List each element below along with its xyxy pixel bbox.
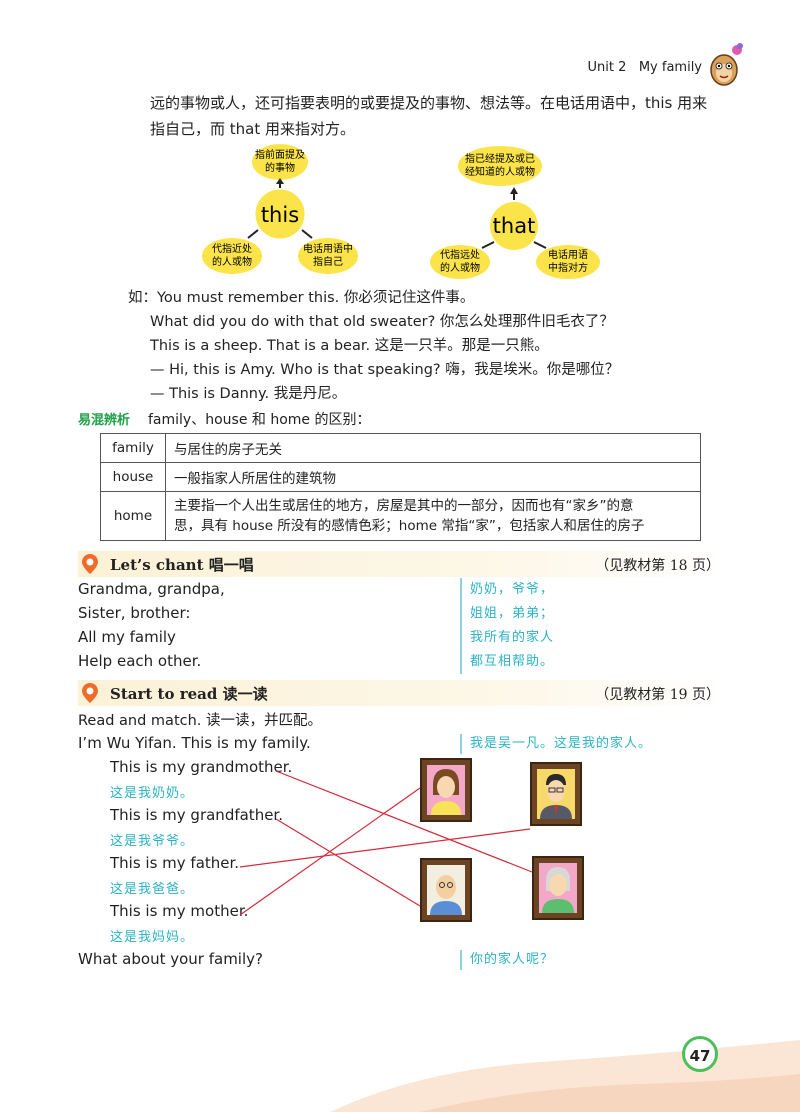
chant-line-en: All my family — [78, 628, 176, 646]
read-intro-cn: 我是吴一凡。这是我的家人。 — [460, 734, 652, 754]
portrait-grandfather[interactable] — [420, 858, 472, 922]
that-right-label-2: 中指对方 — [548, 261, 588, 274]
match-item-cn: 这是我爸爸。 — [110, 882, 195, 897]
match-item-cn: 这是我妈妈。 — [110, 930, 195, 945]
example-5: — This is Danny. 我是丹尼。 — [150, 386, 347, 402]
match-line-father — [239, 828, 531, 868]
example-1: 如：You must remember this. 你必须记住这件事。 — [128, 290, 475, 306]
portrait-grandmother[interactable] — [420, 758, 472, 822]
page-number: 47 — [682, 1036, 718, 1072]
chant-line-cn: 姐姐，弟弟； — [470, 606, 555, 621]
read-title: Start to read 读一读 — [110, 685, 268, 703]
read-intro-en: I’m Wu Yifan. This is my family. — [78, 734, 311, 752]
desc-cell: 主要指一个人出生或居住的地方，房屋是其中的一部分，因而也有“家乡”的意 思，具有… — [165, 491, 701, 541]
match-item-en: This is my grandmother. — [110, 758, 293, 776]
chant-translation-block: 奶奶，爷爷， 姐姐，弟弟； 我所有的家人 都互相帮助。 — [460, 578, 554, 674]
this-right-label-1: 电话用语中 — [303, 242, 353, 255]
this-left-label-1: 代指近处 — [212, 242, 252, 255]
chant-line-en: Help each other. — [78, 652, 202, 670]
that-group: 指已经提及或已 经知道的人或物 that 代指远处 的人或物 电话用语 中指对方 — [430, 146, 600, 279]
read-outro-cn: 你的家人呢？ — [460, 950, 554, 970]
location-pin-icon — [82, 683, 98, 703]
example-3: This is a sheep. That is a bear. 这是一只羊。那… — [150, 338, 549, 354]
desc-line-2: 思，具有 house 所没有的感情色彩；home 常指“家”，包括家人和居住的房… — [174, 518, 645, 534]
example-4: — Hi, this is Amy. Who is that speaking?… — [150, 362, 620, 378]
that-top-label-1: 指已经提及或已 — [465, 152, 535, 165]
father-face-icon — [540, 774, 572, 819]
match-line-mother — [239, 787, 421, 916]
chant-line-cn: 都互相帮助。 — [470, 654, 555, 669]
table-row: house 一般指家人所居住的建筑物 — [100, 462, 701, 492]
intro-line-2: 指自己，而 that 用来指对方。 — [150, 120, 355, 138]
read-reference: （见教材第 19 页） — [595, 687, 720, 703]
match-item-en: This is my grandfather. — [110, 806, 283, 824]
word-cell: family — [100, 433, 166, 463]
confusion-label: family、house 和 home 的区别： — [148, 412, 371, 428]
that-left-label-1: 代指远处 — [440, 248, 480, 261]
chant-reference: （见教材第 18 页） — [595, 558, 720, 574]
unit-title: My family — [638, 60, 702, 75]
example-2: What did you do with that old sweater? 你… — [150, 314, 614, 330]
word-cell: home — [100, 491, 166, 541]
grandmother-face-icon — [431, 769, 461, 815]
portrait-father[interactable] — [530, 762, 582, 826]
match-item-cn: 这是我奶奶。 — [110, 786, 195, 801]
chant-title: Let’s chant 唱一唱 — [110, 556, 254, 574]
confusion-tag: 易混辨析 — [78, 413, 131, 428]
mother-face-icon — [542, 867, 574, 913]
this-group: 指前面提及 的事物 this 代指近处 的人或物 电话用语中 指自己 — [202, 144, 358, 274]
this-top-label-2: 的事物 — [265, 161, 295, 174]
intro-line-1: 远的事物或人，还可指要表明的或要提及的事物、想法等。在电话用语中，this 用来 — [150, 94, 708, 112]
match-line-grandmother — [275, 770, 533, 873]
mascot-icon — [710, 43, 743, 86]
that-right-label-1: 电话用语 — [548, 248, 588, 261]
unit-header: Unit 2 My family — [588, 60, 702, 75]
this-left-label-2: 的人或物 — [212, 255, 252, 268]
portrait-mother[interactable] — [532, 856, 584, 920]
that-center-label: that — [493, 214, 536, 238]
chant-line-en: Grandma, grandpa, — [78, 580, 225, 598]
chant-line-cn: 奶奶，爷爷， — [470, 582, 555, 597]
grandfather-face-icon — [430, 875, 462, 915]
desc-line-1: 主要指一个人出生或居住的地方，房屋是其中的一部分，因而也有“家乡”的意 — [174, 498, 634, 514]
match-item-en: This is my father. — [110, 854, 240, 872]
that-top-label-2: 经知道的人或物 — [465, 165, 535, 178]
comparison-table: family 与居住的房子无关 house 一般指家人所居住的建筑物 home … — [100, 433, 701, 541]
read-instruction: Read and match. 读一读，并匹配。 — [78, 709, 322, 730]
that-left-label-2: 的人或物 — [440, 261, 480, 274]
match-item-en: This is my mother. — [110, 902, 249, 920]
read-outro-en: What about your family? — [78, 950, 263, 968]
this-center-label: this — [261, 203, 299, 227]
this-right-label-2: 指自己 — [313, 255, 343, 268]
read-section-header: Start to read 读一读 （见教材第 19 页） — [78, 680, 726, 706]
chant-line-en: Sister, brother: — [78, 604, 191, 622]
read-instruction-text: Read and match. 读一读，并匹配。 — [78, 713, 323, 729]
table-row: home 主要指一个人出生或居住的地方，房屋是其中的一部分，因而也有“家乡”的意… — [100, 491, 701, 541]
this-top-label-1: 指前面提及 — [255, 148, 305, 161]
location-pin-icon — [82, 554, 98, 574]
match-line-grandfather — [275, 818, 421, 907]
unit-label: Unit 2 — [587, 60, 627, 75]
match-item-cn: 这是我爷爷。 — [110, 834, 195, 849]
chant-line-cn: 我所有的家人 — [470, 630, 555, 645]
this-that-diagram: 指前面提及 的事物 this 代指近处 的人或物 电话用语中 指自己 指已经提及… — [202, 144, 600, 279]
chant-section-header: Let’s chant 唱一唱 （见教材第 18 页） — [78, 551, 726, 577]
bottom-wave-decoration — [330, 1040, 800, 1112]
